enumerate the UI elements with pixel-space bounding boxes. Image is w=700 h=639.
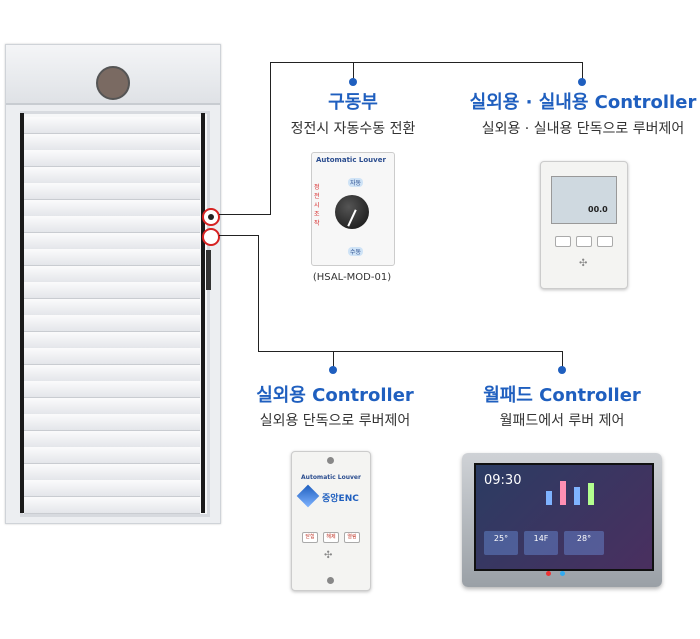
drive-knob-panel: Automatic Louver 자동 정전시 조작 수동 <box>311 152 395 266</box>
louver-slat <box>24 397 200 415</box>
outdoor-indoor-subtitle: 실외용 · 실내용 단독으로 루버제어 <box>481 121 685 137</box>
louver-slat <box>24 183 200 200</box>
wallpad-screen: 09:30 25° 14F 28° <box>474 463 654 571</box>
wallpad-title: 월패드 Controller <box>483 385 641 406</box>
louver-slat <box>24 216 200 233</box>
door-handle <box>206 250 211 290</box>
screw-icon <box>327 457 334 464</box>
louver-slat <box>24 480 200 497</box>
outdoor-btn-open: 열림 <box>344 532 360 543</box>
connector-line <box>270 62 583 63</box>
controller-port-marker <box>202 228 220 246</box>
louver-slat <box>24 315 200 332</box>
louver-slat <box>24 166 200 184</box>
wallpad-bars-icon <box>546 475 626 505</box>
outdoor-btn-release: 해제 <box>323 532 339 543</box>
louver-slat <box>24 447 200 464</box>
outdoor-panel-logo: 중앙ENC <box>322 494 359 504</box>
wallpad-subtitle: 월패드에서 루버 제어 <box>499 413 625 429</box>
outdoor-btn-close: 닫힘 <box>302 532 318 543</box>
louver-slat <box>24 364 200 382</box>
knob-side-label: 정전시 조작 <box>314 184 320 227</box>
louver-slat <box>24 199 200 217</box>
outdoor-subtitle: 실외용 단독으로 루버제어 <box>259 413 411 429</box>
wallpad-temp-tile-3: 28° <box>564 531 604 555</box>
connector-line <box>333 351 334 367</box>
louver-slat <box>24 133 200 151</box>
knob-brand-label: Automatic Louver <box>316 156 386 164</box>
louver-slat <box>24 265 200 283</box>
door-rail-left <box>20 113 24 513</box>
dpad-icon: ✣ <box>579 258 588 269</box>
louver-slat <box>24 331 200 349</box>
dpad-icon: ✣ <box>324 550 333 561</box>
wallpad-image: 09:30 25° 14F 28° <box>462 453 662 587</box>
connector-line <box>258 351 563 352</box>
louver-slat <box>24 496 200 514</box>
connector-dot <box>558 366 566 374</box>
indoor-controller-image: 00.0 ✣ <box>540 161 628 289</box>
connector-dot <box>329 366 337 374</box>
screw-icon <box>327 577 334 584</box>
louver-slat <box>24 348 200 365</box>
louver-slat <box>24 150 200 167</box>
connector-line <box>219 214 271 215</box>
door-rail-right <box>201 113 205 513</box>
drive-title: 구동부 <box>328 92 378 113</box>
indoor-controller-lcd: 00.0 <box>551 176 617 224</box>
wallpad-led-icon <box>546 571 551 576</box>
connector-line <box>582 62 583 82</box>
louver-slat <box>24 463 200 481</box>
knob-manual-label: 수동 <box>348 247 364 256</box>
vent-fan-icon <box>96 66 130 100</box>
louver-slat <box>24 232 200 250</box>
company-logo-icon <box>296 484 320 508</box>
wallpad-led-icon <box>560 571 565 576</box>
connector-line <box>353 62 354 82</box>
connector-line <box>219 235 259 236</box>
wallpad-clock: 09:30 <box>484 473 522 488</box>
close-button-icon <box>555 236 571 247</box>
louver-slat <box>24 414 200 431</box>
open-button-icon <box>597 236 613 247</box>
wallpad-temp-tile-2: 14F <box>524 531 558 555</box>
louver-slat <box>24 249 200 266</box>
connector-dot <box>578 78 586 86</box>
wallpad-temp-tile-1: 25° <box>484 531 518 555</box>
rotary-knob-icon <box>335 195 369 229</box>
drive-subtitle: 정전시 자동수동 전환 <box>290 121 416 137</box>
outdoor-indoor-title: 실외용 · 실내용 Controller <box>469 92 697 113</box>
louver-slat <box>24 430 200 448</box>
connector-dot <box>349 78 357 86</box>
outdoor-title: 실외용 Controller <box>256 385 414 406</box>
louver-slat <box>24 117 200 134</box>
louver-slat <box>24 282 200 299</box>
knob-auto-label: 자동 <box>348 178 364 187</box>
louver-door-image <box>5 44 221 524</box>
connector-line <box>270 62 271 215</box>
louver-slat <box>24 381 200 398</box>
outdoor-controller-image: Automatic Louver 중앙ENC 닫힘 해제 열림 ✣ <box>291 451 371 591</box>
drive-model-label: (HSAL-MOD-01) <box>312 272 392 283</box>
connector-line <box>562 351 563 367</box>
outdoor-panel-brand: Automatic Louver <box>301 474 361 481</box>
release-button-icon <box>576 236 592 247</box>
connector-line <box>258 235 259 352</box>
louver-slat <box>24 298 200 316</box>
drive-unit-marker <box>202 208 220 226</box>
